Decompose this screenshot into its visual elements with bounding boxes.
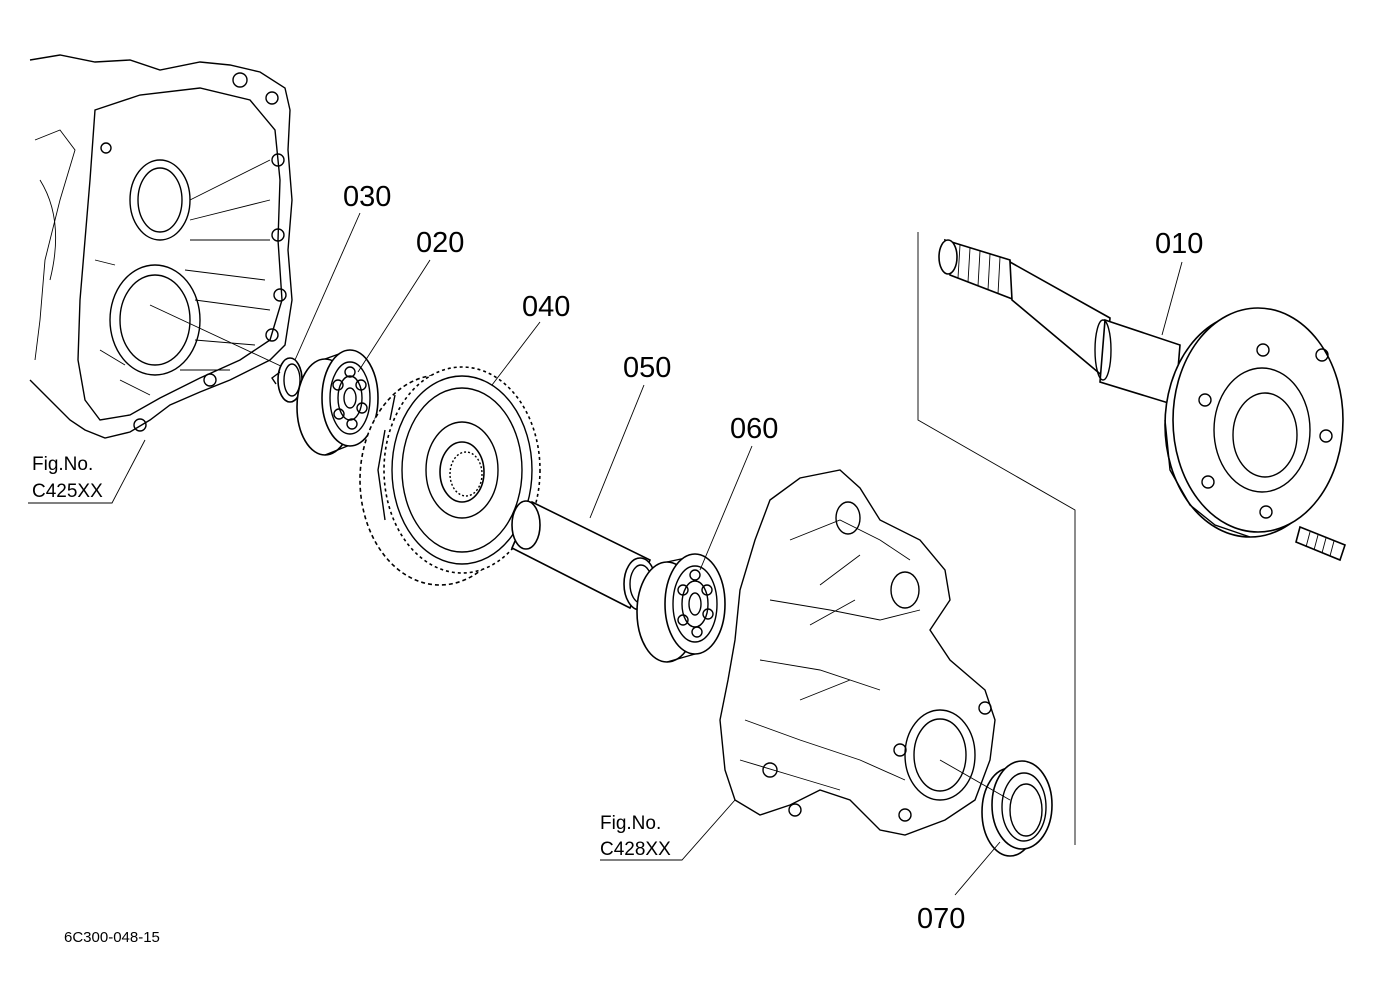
gear-040 (359, 366, 541, 586)
right-housing (719, 469, 996, 836)
fig-ref-left-line2: C425XX (32, 481, 103, 502)
leader-020 (357, 259, 431, 373)
bearing-060 (636, 553, 726, 663)
oil-seal-070 (981, 760, 1053, 857)
leader-010 (1161, 261, 1183, 336)
stud-bolt (1295, 525, 1346, 562)
callout-030: 030 (343, 181, 391, 213)
axis-line-right (939, 759, 1011, 801)
snap-ring-030 (271, 357, 303, 403)
bearing-020 (296, 349, 379, 456)
fig-ref-leader-right (600, 799, 736, 861)
callout-020: 020 (416, 227, 464, 259)
axle-shaft-010 (938, 238, 1344, 538)
leader-040 (491, 321, 541, 386)
callout-010: 010 (1155, 228, 1203, 260)
axis-line-left (149, 304, 301, 376)
callout-040: 040 (522, 291, 570, 323)
leader-060 (699, 445, 753, 571)
callout-050: 050 (623, 352, 671, 384)
bracket-line (917, 232, 1076, 845)
left-housing (29, 54, 293, 439)
leader-070 (954, 841, 1001, 896)
fig-ref-right-line2: C428XX (600, 839, 671, 860)
drawing-code: 6C300-048-15 (64, 929, 160, 946)
fig-ref-left-line1: Fig.No. (32, 454, 93, 475)
callout-060: 060 (730, 413, 778, 445)
collar-050 (510, 500, 657, 611)
fig-ref-right-line1: Fig.No. (600, 813, 661, 834)
callout-070: 070 (917, 903, 965, 935)
fig-ref-leader-left (28, 439, 146, 504)
leader-030 (294, 212, 361, 361)
leader-050 (589, 384, 645, 519)
